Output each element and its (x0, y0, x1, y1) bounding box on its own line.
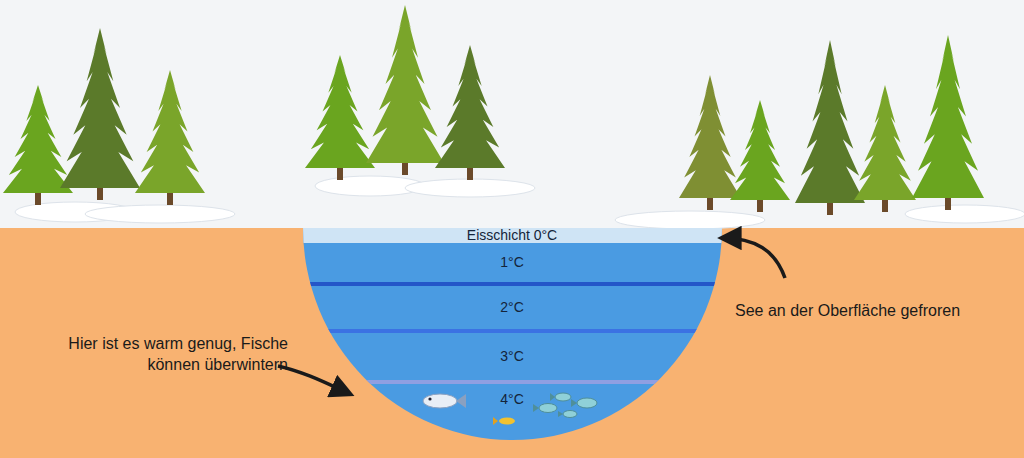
fir-tree (730, 100, 790, 212)
callout-arrow (278, 366, 350, 394)
fir-tree (795, 40, 865, 215)
callout-text: See an der Oberfläche gefroren (735, 301, 1015, 322)
callout-arrow (722, 238, 785, 278)
callout-text: Hier ist es warm genug, Fische können üb… (20, 334, 288, 376)
water-band: 1°C (495, 245, 529, 281)
fir-tree (679, 75, 741, 210)
sky (0, 0, 1024, 228)
water-band: 3°C (495, 334, 529, 379)
temperature-label: 2°C (500, 300, 524, 315)
fir-tree (854, 85, 916, 212)
fir-tree (912, 35, 984, 210)
layer-line (290, 380, 740, 384)
fir-tree (60, 28, 140, 200)
temperature-label: 4°C (500, 392, 524, 407)
fir-tree (305, 55, 375, 180)
lake (303, 228, 722, 440)
temperature-label: 1°C (500, 255, 524, 270)
fish (423, 393, 597, 425)
fir-tree (135, 70, 205, 205)
water-band: 2°C (495, 287, 529, 328)
ground (0, 228, 1024, 458)
layer-line (290, 282, 740, 286)
layer-line (290, 329, 740, 333)
ice-band: Eisschicht 0°C (462, 229, 562, 243)
water-band: 4°C (495, 386, 529, 414)
temperature-label: Eisschicht 0°C (467, 228, 557, 243)
ice-layer (300, 228, 730, 243)
fir-tree (366, 5, 444, 175)
temperature-label: 3°C (500, 349, 524, 364)
fir-tree (435, 45, 505, 180)
